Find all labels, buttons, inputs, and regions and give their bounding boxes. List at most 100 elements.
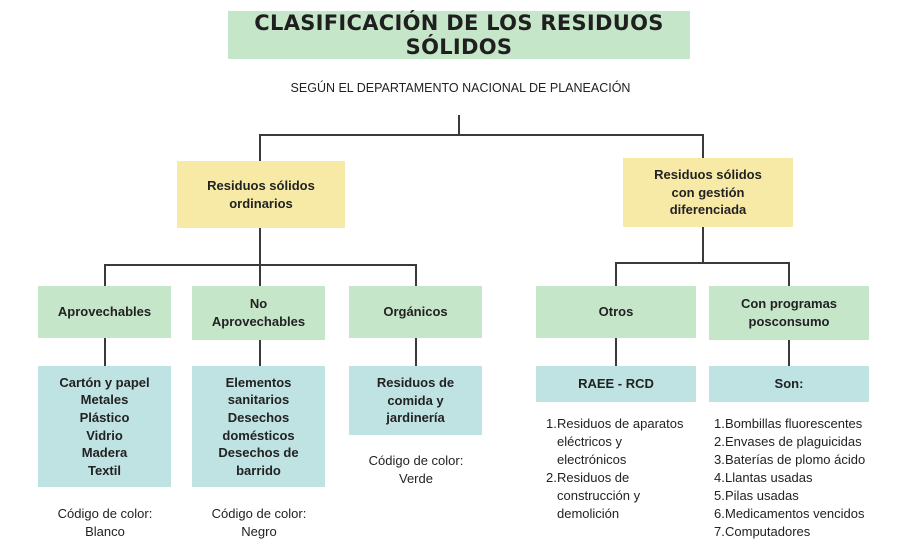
- item-text: Textil: [88, 462, 121, 478]
- list-item-number: 1.: [546, 416, 557, 431]
- item-text: Desechos de: [218, 445, 299, 461]
- list-item-line: demolición: [557, 506, 620, 521]
- list-posconsumo: 1.Bombillas fluorescentes 2.Envases de p…: [714, 415, 904, 541]
- connector-root-down: [458, 115, 460, 135]
- item-text: Desechos: [227, 409, 290, 425]
- color-code-label: Código de color:: [211, 506, 307, 521]
- list-item: 6.Medicamentos vencidos: [714, 505, 904, 523]
- list-item-text: Computadores: [725, 524, 811, 539]
- list-item: 5.Pilas usadas: [714, 487, 904, 505]
- color-code-no-aprovechables: Código de color: Negro: [184, 505, 334, 541]
- item-text: barrido: [236, 462, 281, 478]
- list-item: 3.Baterías de plomo ácido: [714, 451, 904, 469]
- diagram-title: CLASIFICACIÓN DE LOS RESIDUOS SÓLIDOS: [254, 11, 664, 59]
- item-text: Vidrio: [86, 427, 123, 443]
- node-label-line: ordinarios: [229, 195, 293, 211]
- items-aprovechables: Cartón y papel Metales Plástico Vidrio M…: [38, 366, 171, 487]
- list-item-number: 3.: [714, 452, 725, 467]
- list-item-text: Bombillas fluorescentes: [725, 416, 863, 431]
- node-otros: Otros: [536, 286, 696, 338]
- item-text: Plástico: [79, 409, 130, 425]
- diagram-subtitle: SEGÚN EL DEPARTAMENTO NACIONAL DE PLANEA…: [290, 81, 631, 95]
- connector-no-aprovechables-items: [259, 340, 261, 366]
- list-item-number: 5.: [714, 488, 725, 503]
- node-label: Aprovechables: [57, 304, 152, 320]
- connector-otros-sub: [615, 338, 617, 366]
- node-son: Son:: [709, 366, 869, 402]
- color-code-value: Negro: [241, 524, 277, 540]
- item-text: comida y: [387, 392, 444, 408]
- list-item-text: Residuos de aparatos eléctricos y electr…: [557, 415, 683, 469]
- list-item-number: 2.: [546, 470, 557, 485]
- node-con-programas-posconsumo: Con programas posconsumo: [709, 286, 869, 340]
- connector-ordinarios-down: [259, 228, 261, 265]
- list-item-number: 1.: [714, 416, 725, 431]
- node-label-line: Con programas: [740, 296, 838, 312]
- node-label-line: Residuos sólidos: [654, 167, 762, 183]
- list-item: 1.Bombillas fluorescentes: [714, 415, 904, 433]
- items-no-aprovechables: Elementos sanitarios Desechos domésticos…: [192, 366, 325, 487]
- list-item-text: Baterías de plomo ácido: [725, 452, 866, 467]
- connector-posconsumo-sub: [788, 340, 790, 366]
- list-item-number: 6.: [714, 506, 725, 521]
- connector-to-no-aprovechables: [259, 264, 261, 286]
- item-text: sanitarios: [227, 392, 290, 408]
- item-text: jardinería: [386, 410, 445, 426]
- node-label-line: Aprovechables: [211, 314, 306, 329]
- list-item-line: electrónicos: [557, 452, 627, 467]
- title-box: CLASIFICACIÓN DE LOS RESIDUOS SÓLIDOS: [228, 11, 690, 59]
- node-label: Otros: [598, 304, 634, 320]
- color-code-value: Blanco: [85, 524, 125, 540]
- node-aprovechables: Aprovechables: [38, 286, 171, 338]
- node-raee-rcd: RAEE - RCD: [536, 366, 696, 402]
- color-code-label: Código de color:: [368, 453, 464, 468]
- connector-diferenciada-horizontal: [615, 262, 790, 264]
- list-item: 4.Llantas usadas: [714, 469, 904, 487]
- node-label-line: diferenciada: [669, 202, 747, 218]
- color-code-organicos: Código de color: Verde: [341, 452, 491, 488]
- item-text: Cartón y papel: [59, 374, 150, 390]
- node-label-line: No: [249, 296, 268, 312]
- list-item-line: Residuos de aparatos: [557, 416, 684, 431]
- list-item-number: 2.: [714, 434, 725, 449]
- connector-to-otros: [615, 262, 617, 286]
- connector-to-posconsumo: [788, 262, 790, 286]
- list-item-text: Residuos de construcción y demolición: [557, 469, 640, 523]
- node-label-line: posconsumo: [748, 314, 830, 329]
- node-residuos-diferenciada: Residuos sólidos con gestión diferenciad…: [623, 158, 793, 227]
- list-otros: 1. Residuos de aparatos eléctricos y ele…: [546, 415, 706, 523]
- list-item: 7.Computadores: [714, 523, 904, 541]
- connector-organicos-items: [415, 338, 417, 366]
- connector-to-diferenciada: [702, 134, 704, 158]
- connector-diferenciada-down: [702, 227, 704, 263]
- color-code-value: Verde: [399, 471, 433, 487]
- items-organicos: Residuos de comida y jardinería: [349, 366, 482, 435]
- item-text: Elementos: [225, 374, 292, 390]
- list-item-number: 4.: [714, 470, 725, 485]
- list-item: 2.Envases de plaguicidas: [714, 433, 904, 451]
- connector-to-organicos: [415, 264, 417, 286]
- list-item: 2. Residuos de construcción y demolición: [546, 469, 706, 523]
- list-item-line: construcción y: [557, 488, 641, 503]
- list-item-line: eléctricos y: [557, 434, 623, 449]
- node-organicos: Orgánicos: [349, 286, 482, 338]
- connector-root-horizontal: [259, 134, 703, 136]
- list-item-line: Residuos de: [557, 470, 630, 485]
- node-label: Orgánicos: [383, 304, 448, 320]
- list-item: 1. Residuos de aparatos eléctricos y ele…: [546, 415, 706, 469]
- node-label: Son:: [774, 376, 804, 392]
- node-no-aprovechables: No Aprovechables: [192, 286, 325, 340]
- list-item-number: 7.: [714, 524, 725, 539]
- color-code-aprovechables: Código de color: Blanco: [30, 505, 180, 541]
- list-item-text: Medicamentos vencidos: [725, 506, 865, 521]
- node-label-line: Residuos sólidos: [207, 177, 315, 193]
- color-code-label: Código de color:: [57, 506, 153, 521]
- list-item-text: Pilas usadas: [725, 488, 799, 503]
- item-text: Residuos de: [376, 375, 455, 391]
- node-residuos-ordinarios: Residuos sólidos ordinarios: [177, 161, 345, 228]
- list-item-text: Llantas usadas: [725, 470, 813, 485]
- item-text: Madera: [81, 445, 128, 461]
- item-text: domésticos: [222, 427, 295, 443]
- connector-to-aprovechables: [104, 264, 106, 286]
- connector-aprovechables-items: [104, 338, 106, 366]
